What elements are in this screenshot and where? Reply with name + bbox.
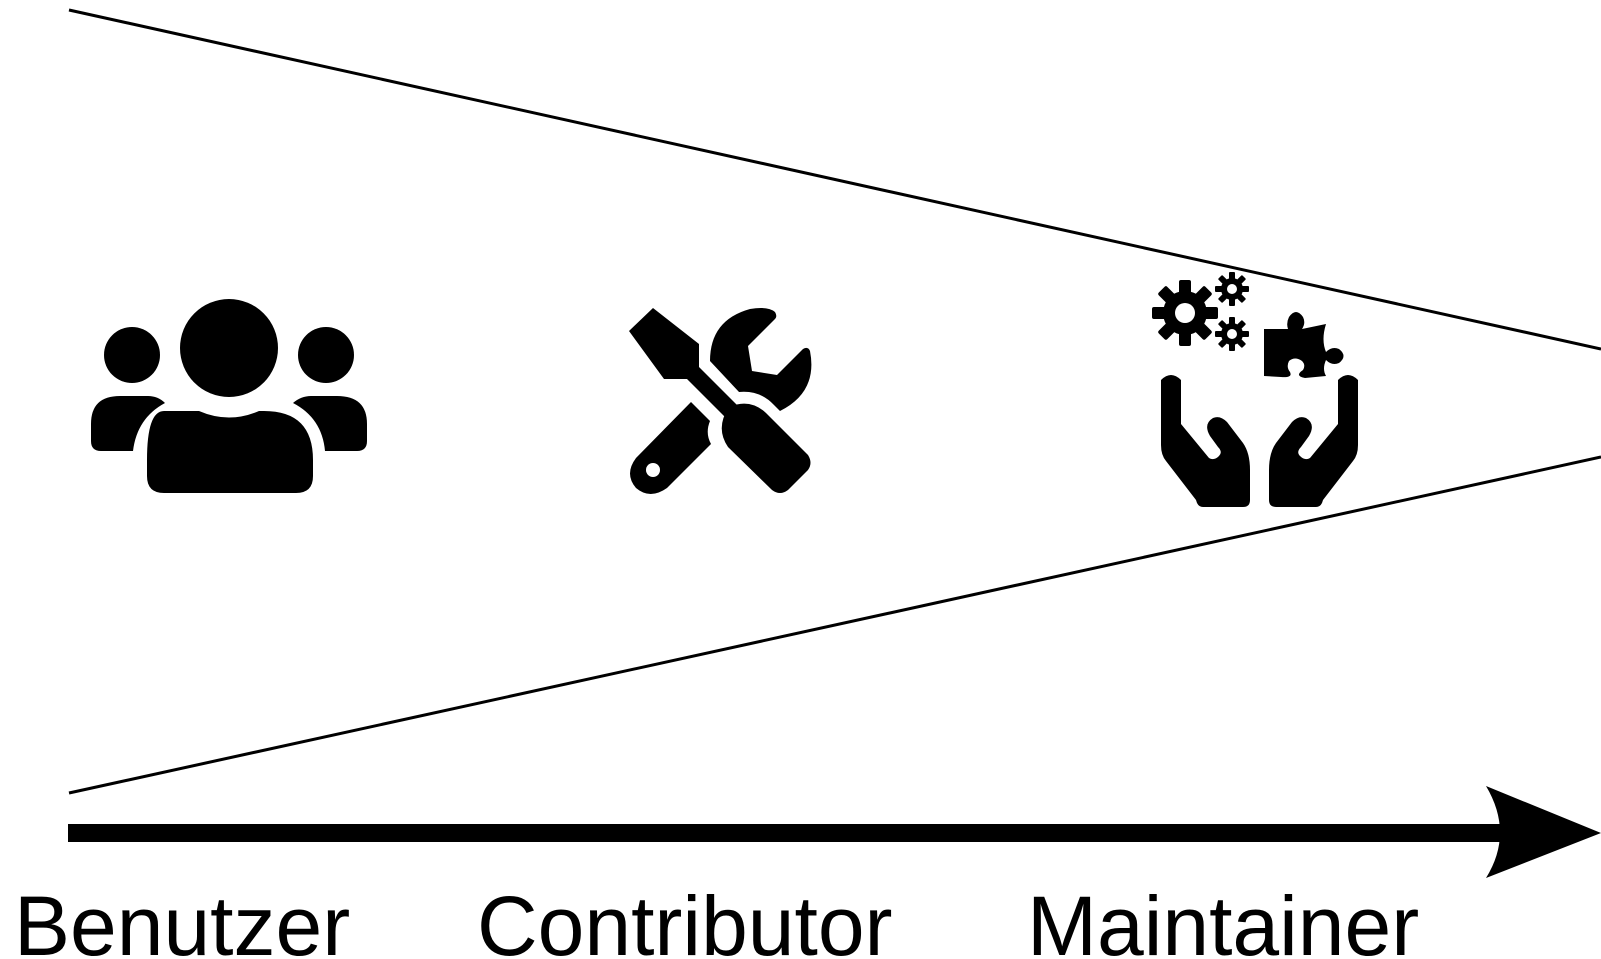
gear-icon — [1152, 280, 1218, 346]
tools-wrench-screwdriver-icon — [629, 308, 812, 494]
right-hand — [1269, 375, 1358, 507]
arrow-head — [1486, 786, 1601, 878]
puzzle-icon — [1264, 312, 1344, 378]
users-group-icon — [91, 299, 367, 493]
small-gear-icon — [1215, 272, 1249, 306]
small-gear-icon — [1215, 317, 1249, 351]
funnel-lower-line — [68, 455, 1601, 795]
left-hand — [1161, 375, 1250, 507]
progression-arrow — [68, 786, 1601, 878]
funnel-upper-line — [68, 8, 1601, 351]
role-label-maintainer: Maintainer — [1027, 879, 1419, 959]
hands-gears-puzzle-icon — [1152, 272, 1358, 507]
role-label-benutzer: Benutzer — [14, 879, 350, 959]
role-label-contributor: Contributor — [477, 879, 893, 959]
